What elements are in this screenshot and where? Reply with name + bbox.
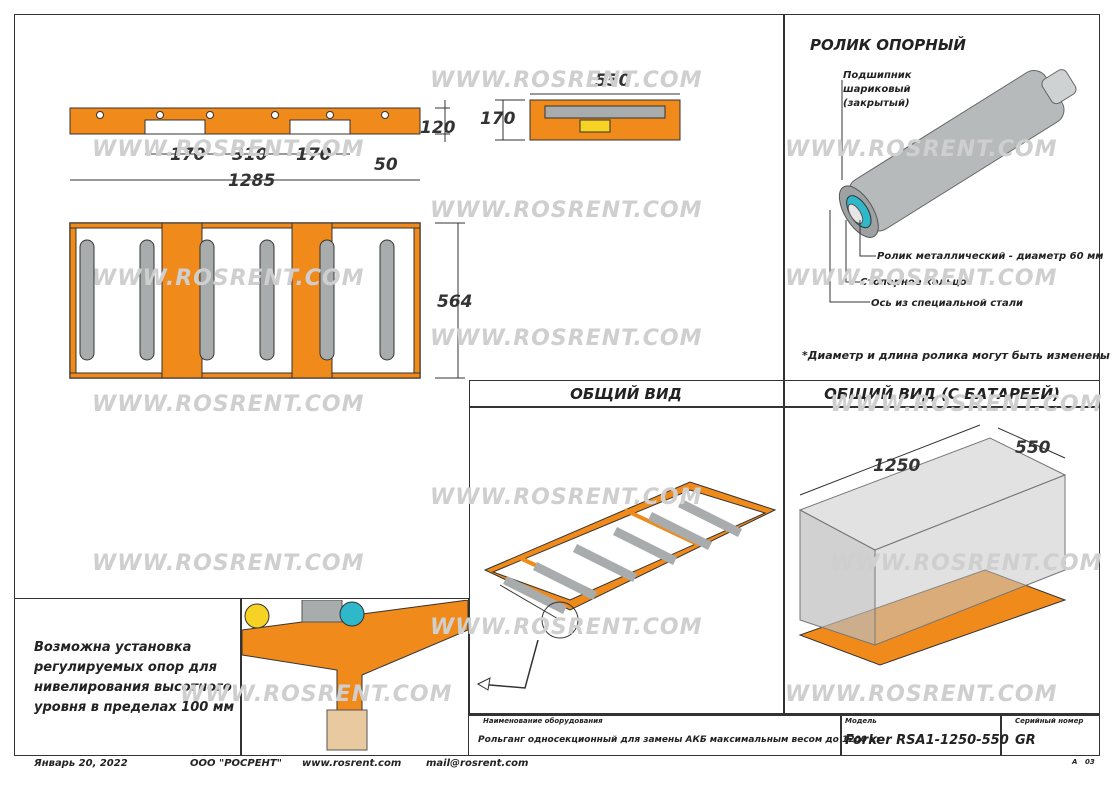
battery-view-illustration [798, 424, 1067, 666]
dim-170a: 170 [170, 145, 206, 165]
equipment-value: Рольганг односекционный для замены АКБ м… [478, 735, 881, 745]
watermark-3: WWW.ROSRENT.COM [430, 198, 703, 223]
view-title-battery: ОБЩИЙ ВИД (С БАТАРЕЕЙ) [824, 385, 1060, 403]
support-detail [242, 600, 468, 751]
general-view-illustration [483, 481, 777, 639]
dim-170-side: 170 [480, 109, 516, 129]
end-view [495, 93, 681, 141]
support-note-box [14, 598, 469, 756]
side-elevation [69, 100, 450, 181]
model-value: Forker RSA1-1250-550 [845, 733, 1009, 748]
watermark-13: WWW.ROSRENT.COM [830, 392, 1103, 417]
dim-550-iso: 550 [1015, 438, 1051, 458]
footer-mail[interactable]: mail@rosrent.com [426, 758, 529, 769]
watermark-12: WWW.ROSRENT.COM [785, 266, 1058, 291]
label-axle: Ось из специальной стали [871, 298, 1024, 309]
footer-company: ООО "РОСРЕНТ" [190, 758, 282, 769]
watermark-15: WWW.ROSRENT.COM [785, 682, 1058, 707]
serial-value: GR [1015, 733, 1036, 748]
watermark-11: WWW.ROSRENT.COM [785, 137, 1058, 162]
zoom-arrow [476, 640, 539, 691]
label-bearing: Подшипник шариковый (закрытый) [843, 70, 912, 109]
title-block-div2 [1000, 714, 1002, 756]
watermark-10: WWW.ROSRENT.COM [180, 682, 453, 707]
roller-leaders [829, 80, 876, 303]
watermark-6: WWW.ROSRENT.COM [92, 392, 365, 417]
sheet-a: A [1072, 758, 1078, 766]
serial-label: Серийный номер [1015, 717, 1084, 725]
dim-170b: 170 [296, 145, 332, 165]
views-divider [783, 380, 785, 714]
dim-550-top: 550 [595, 71, 631, 91]
watermark-14: WWW.ROSRENT.COM [830, 551, 1103, 576]
dim-1285: 1285 [228, 171, 276, 191]
watermark-8: WWW.ROSRENT.COM [92, 551, 365, 576]
roller-illustration [838, 69, 1077, 238]
label-roller-metal: Ролик металлический - диаметр 60 мм [877, 251, 1104, 262]
title-block-line [469, 714, 1100, 716]
footer-site[interactable]: www.rosrent.com [302, 758, 402, 769]
footer-date: Январь 20, 2022 [34, 758, 128, 769]
dim-310: 310 [232, 145, 268, 165]
watermark-1: WWW.ROSRENT.COM [430, 68, 703, 93]
roller-note: *Диаметр и длина ролика могут быть измен… [802, 349, 1110, 362]
support-box-divider [240, 598, 242, 756]
dim-50: 50 [374, 155, 398, 175]
watermark-2: WWW.ROSRENT.COM [92, 137, 365, 162]
views-frame [469, 380, 1100, 714]
dim-120: 120 [420, 118, 456, 138]
model-label: Модель [845, 717, 877, 725]
support-note: Возможна установка регулируемых опор для… [34, 640, 235, 715]
roller-title: РОЛИК ОПОРНЫЙ [810, 36, 966, 54]
label-stop-ring: Стопорное кольцо [860, 277, 967, 288]
watermark-9: WWW.ROSRENT.COM [430, 615, 703, 640]
plan-view [69, 222, 465, 379]
watermark-4: WWW.ROSRENT.COM [92, 266, 365, 291]
views-header-line [469, 406, 1100, 408]
drawing-top-views [69, 100, 465, 379]
divider-right [783, 14, 785, 380]
equipment-label: Наименование оборудования [483, 717, 603, 725]
watermark-5: WWW.ROSRENT.COM [430, 326, 703, 351]
dim-564: 564 [437, 292, 473, 312]
watermark-7: WWW.ROSRENT.COM [430, 485, 703, 510]
title-block-div1 [840, 714, 842, 756]
dim-1250-iso: 1250 [873, 456, 921, 476]
sheet-b: 03 [1085, 758, 1095, 766]
view-title-general: ОБЩИЙ ВИД [570, 385, 682, 403]
